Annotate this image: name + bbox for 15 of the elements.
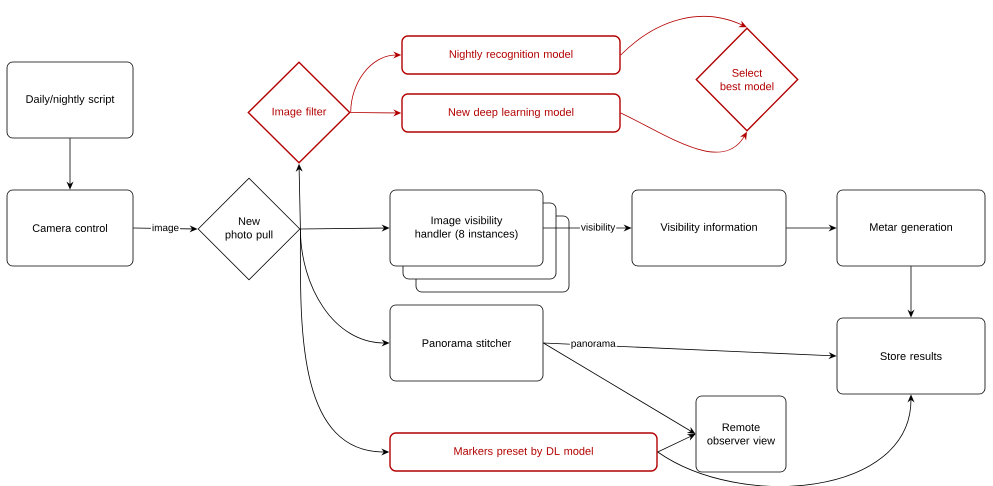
arrow xyxy=(620,112,747,152)
process-box: Camera control xyxy=(6,190,134,266)
process-box: Daily/nightly script xyxy=(6,62,134,138)
process-box: Panorama stitcher xyxy=(390,304,544,382)
process-box: Markers preset by DL model xyxy=(389,432,658,472)
process-box: Visibility information xyxy=(632,190,786,266)
edge-label: image xyxy=(150,222,180,234)
stacked-process-box: Image visibility handler (8 instances) xyxy=(390,190,570,292)
process-box: Remote observer view xyxy=(696,396,786,472)
edge-label: visibility xyxy=(580,222,616,234)
process-box: Nightly recognition model xyxy=(401,35,621,75)
process-box: New deep learning model xyxy=(401,93,621,133)
process-box: Metar generation xyxy=(836,190,986,266)
edge-label: panorama xyxy=(570,340,617,350)
process-box: Store results xyxy=(836,318,986,394)
